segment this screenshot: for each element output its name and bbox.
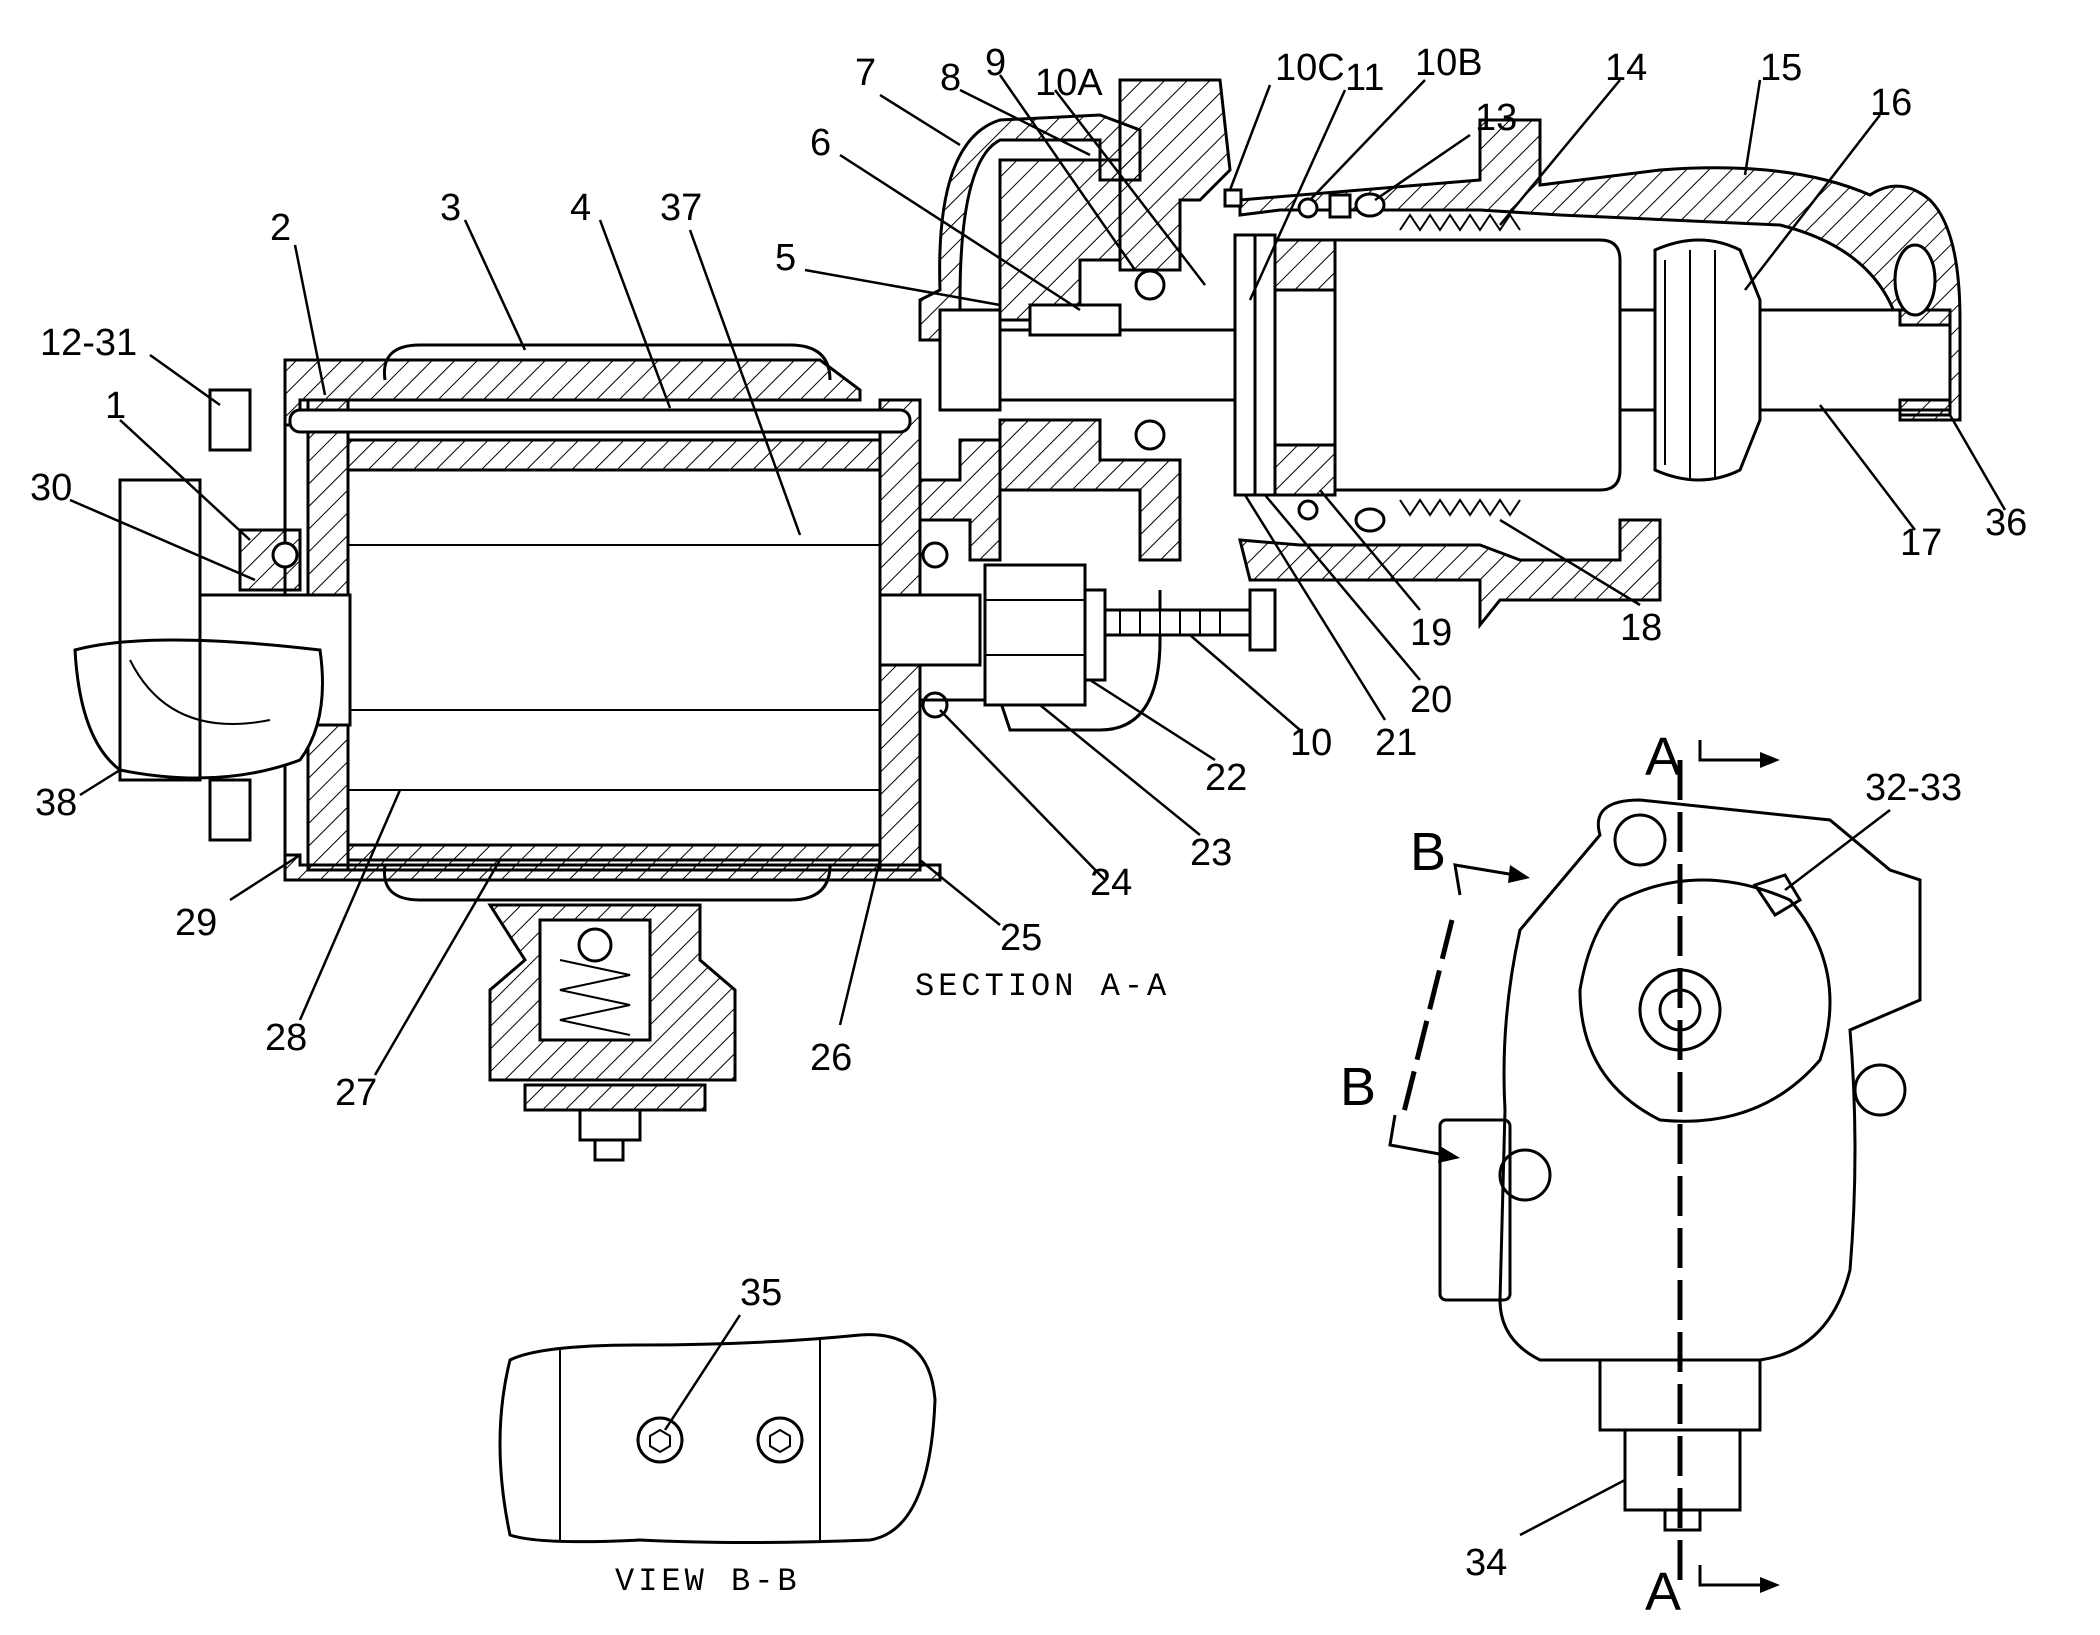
- callout-38: 38: [35, 782, 77, 824]
- callout-24: 24: [1090, 862, 1132, 904]
- callout-15: 15: [1760, 47, 1802, 89]
- view-b-b-outline: [498, 1333, 937, 1544]
- clutch-assembly: [1223, 118, 1962, 630]
- armature-shaft-front: [878, 593, 982, 667]
- spring-upper: [1399, 213, 1521, 232]
- oring-13-lower: [1354, 507, 1386, 533]
- oring-11: [1297, 197, 1319, 219]
- clutch-hub-lower: [1273, 443, 1337, 497]
- callout-17: 17: [1900, 522, 1942, 564]
- callout-5: 5: [775, 237, 796, 279]
- callout-2: 2: [270, 207, 291, 249]
- clutch-plate-21: [1233, 233, 1257, 497]
- callout-6: 6: [810, 122, 831, 164]
- mount-hole-top: [1613, 813, 1667, 867]
- output-pinion: [1653, 238, 1762, 482]
- drive-bearing-ball-upper: [1134, 269, 1166, 301]
- callout-20: 20: [1410, 679, 1452, 721]
- drive-housing: [918, 78, 1277, 732]
- spring-lower: [1399, 498, 1521, 517]
- callout-35: 35: [740, 1272, 782, 1314]
- seal-10c: [1223, 188, 1243, 208]
- section-a-a-caption: SECTION A-A: [915, 968, 1170, 1005]
- callout-30: 30: [30, 467, 72, 509]
- callout-34: 34: [1465, 1542, 1507, 1584]
- callout-36: 36: [1985, 502, 2027, 544]
- mounting-bolt-lower: [208, 778, 252, 842]
- motor-housing: [73, 343, 982, 1162]
- callout-25: 25: [1000, 917, 1042, 959]
- callout-29: 29: [175, 902, 217, 944]
- callout-4: 4: [570, 187, 591, 229]
- bolt-32-33: [1752, 873, 1803, 918]
- view-b-b: [498, 1333, 937, 1544]
- plug-35: [636, 1416, 684, 1464]
- callout-23: 23: [1190, 832, 1232, 874]
- callout-37: 37: [660, 187, 702, 229]
- leader-lines: [69, 74, 2007, 1537]
- mount-hole-right: [1853, 1063, 1907, 1117]
- drive-bearing-ball-lower: [1134, 419, 1166, 451]
- mount-hole-left: [1498, 1148, 1552, 1202]
- field-pole-shoe-bottom: [346, 843, 882, 872]
- section-marker-b-bottom: B: [1340, 1057, 1376, 1117]
- section-marker-b-top: B: [1410, 822, 1446, 882]
- callout-9: 9: [985, 42, 1006, 84]
- oring-11-lower: [1297, 499, 1319, 521]
- callout-19: 19: [1410, 612, 1452, 654]
- callout-3: 3: [440, 187, 461, 229]
- callout-28: 28: [265, 1017, 307, 1059]
- callout-21: 21: [1375, 722, 1417, 764]
- view-b-b-caption: VIEW B-B: [615, 1563, 801, 1600]
- callout-32-33: 32-33: [1865, 767, 1962, 809]
- pinion-gear: [983, 563, 1087, 707]
- callout-8: 8: [940, 57, 961, 99]
- front-bearing-ball-upper: [921, 541, 949, 569]
- drive-shaft: [998, 328, 1262, 402]
- callout-14: 14: [1605, 47, 1647, 89]
- drive-bushing: [938, 308, 1002, 412]
- section-marker-a-bottom: A: [1645, 1562, 1681, 1622]
- pinion-retainer: [1028, 303, 1122, 337]
- callout-11: 11: [1345, 57, 1384, 99]
- output-bushing-lower: [1898, 398, 1952, 417]
- field-pole-shoe: [346, 438, 882, 472]
- callout-18: 18: [1620, 607, 1662, 649]
- mounting-bolt-upper: [208, 388, 252, 452]
- callout-16: 16: [1870, 82, 1912, 124]
- callout-13: 13: [1475, 97, 1517, 139]
- callout-7: 7: [855, 52, 876, 94]
- clutch-hub-upper: [1273, 238, 1337, 292]
- callout-12-31: 12-31: [40, 322, 137, 364]
- through-bolt: [288, 408, 912, 434]
- callout-27: 27: [335, 1072, 377, 1114]
- callout-10b: 10B: [1415, 42, 1483, 84]
- end-view: [1388, 740, 1922, 1593]
- callout-labels: 12-31 1 30 2 3 4 37 5 6 7 8 9 10A 10C 11…: [30, 42, 2027, 1584]
- felt-washer: [1893, 243, 1937, 317]
- callout-26: 26: [810, 1037, 852, 1079]
- callout-10a: 10A: [1035, 62, 1103, 104]
- seal-10b: [1328, 193, 1352, 219]
- clutch-plate-20: [1253, 233, 1277, 497]
- clutch-drum: [1333, 238, 1622, 492]
- section-marker-a-top: A: [1645, 727, 1681, 787]
- callout-10: 10: [1290, 722, 1332, 764]
- callout-10c: 10C: [1275, 47, 1345, 89]
- callout-22: 22: [1205, 757, 1247, 799]
- armature: [346, 468, 882, 862]
- callout-1: 1: [105, 385, 126, 427]
- rear-bearing-ball: [271, 541, 299, 569]
